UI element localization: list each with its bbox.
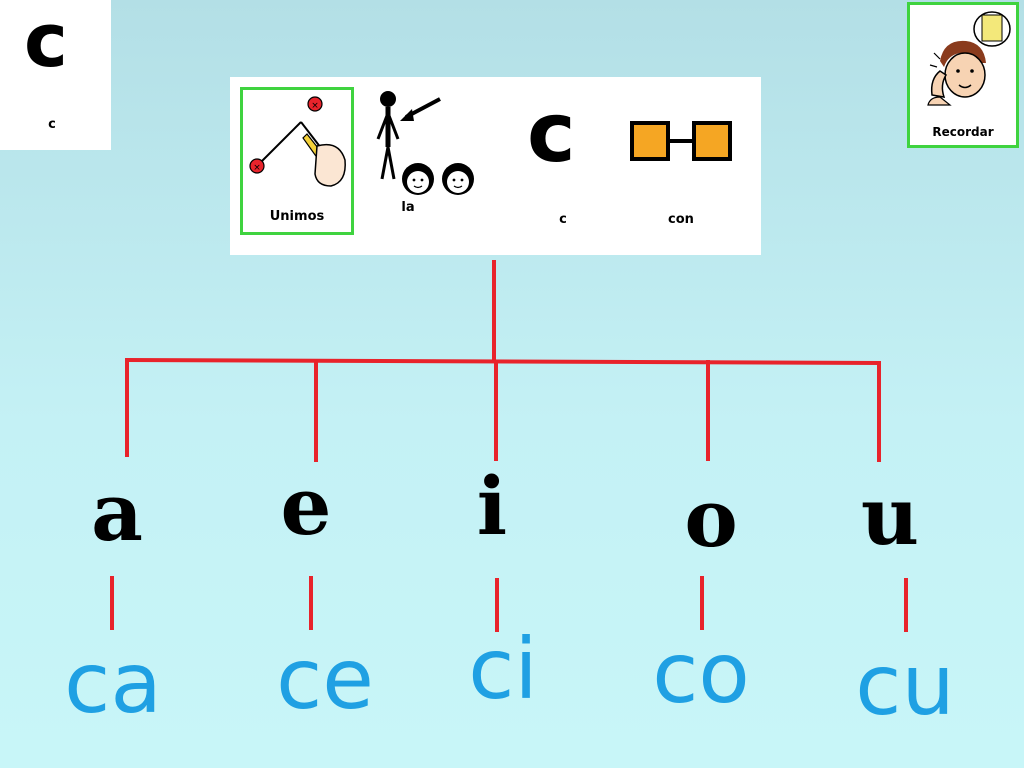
connect-dots-icon: × × <box>249 96 346 187</box>
recordar-label: Recordar <box>932 125 994 139</box>
thinking-person-icon <box>927 11 1011 106</box>
letter-card-label: c <box>48 117 56 132</box>
svg-text:×: × <box>253 163 261 173</box>
instruction-unimos: × × Unimos <box>240 87 354 235</box>
vowel-u: u <box>860 469 920 563</box>
instruction-con: con <box>626 87 736 235</box>
link-boxes-icon <box>630 121 732 161</box>
letter-c-icon: c <box>527 86 576 181</box>
vowel-o: o <box>684 471 738 565</box>
syllable-cu: cu <box>855 636 955 734</box>
branch-bar <box>124 357 882 366</box>
instruction-c: c c <box>513 87 613 235</box>
instruction-la: la <box>368 87 488 235</box>
instruction-strip: × × Unimos <box>230 77 761 255</box>
instruction-c-label: c <box>559 212 567 227</box>
svg-text:×: × <box>311 101 319 111</box>
instruction-la-label: la <box>401 200 415 215</box>
syllable-ce: ce <box>276 630 374 728</box>
letter-card: c c <box>0 0 111 150</box>
recordar-card[interactable]: Recordar <box>907 2 1019 148</box>
syllable-co: co <box>652 624 750 722</box>
vowel-a: a <box>91 465 143 559</box>
syllable-ci: ci <box>468 620 538 718</box>
letter-c: c <box>24 0 68 84</box>
syllable-ca: ca <box>64 634 162 732</box>
point-person-icon <box>376 91 474 195</box>
vowel-e: e <box>280 459 332 553</box>
vowel-i: i <box>476 459 508 553</box>
instruction-unimos-label: Unimos <box>269 209 325 224</box>
instruction-con-label: con <box>668 212 694 227</box>
